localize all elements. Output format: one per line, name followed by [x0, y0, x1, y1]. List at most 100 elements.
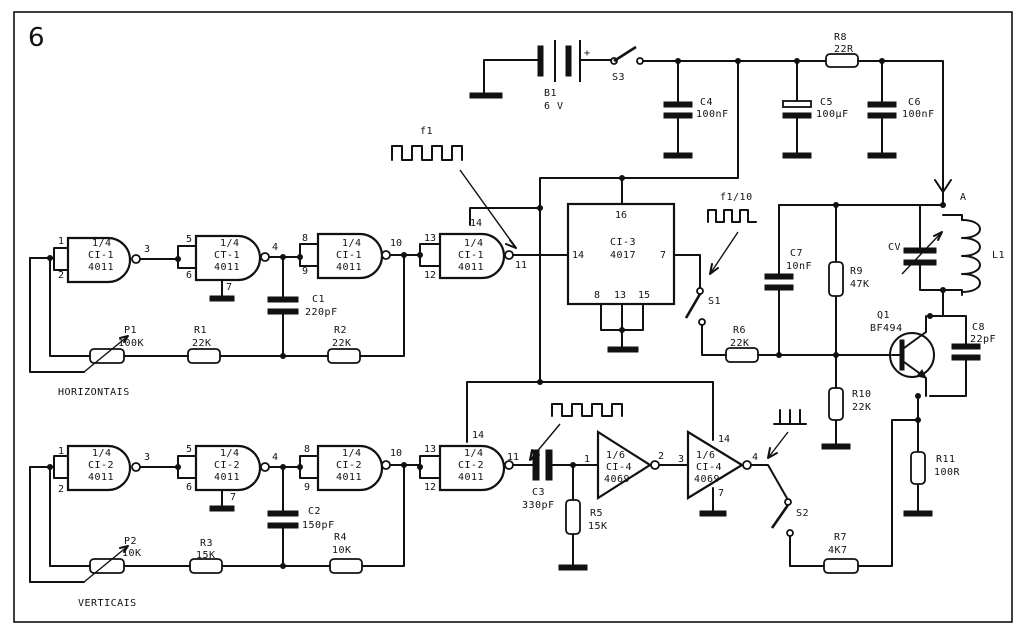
svg-text:C8: C8 — [972, 322, 985, 333]
svg-text:1/4: 1/4 — [92, 238, 112, 249]
nand-gate-5 — [66, 444, 132, 492]
resistor-r9 — [828, 261, 844, 297]
svg-text:R3: R3 — [200, 538, 213, 549]
svg-text:1/4: 1/4 — [464, 448, 484, 459]
svg-text:A: A — [960, 192, 967, 203]
svg-text:13: 13 — [424, 444, 436, 455]
svg-text:15K: 15K — [196, 550, 216, 561]
c6-value: 100nF — [902, 109, 935, 120]
svg-text:4: 4 — [752, 452, 758, 463]
svg-text:16: 16 — [615, 210, 627, 221]
svg-text:CI-1: CI-1 — [458, 250, 484, 261]
resistor-r11 — [910, 451, 926, 485]
svg-text:CI-3: CI-3 — [610, 237, 636, 248]
f1-waveform: f1 — [391, 126, 517, 249]
c5-label: C5 — [820, 97, 833, 108]
svg-text:BF494: BF494 — [870, 323, 903, 334]
svg-text:5: 5 — [186, 444, 192, 455]
svg-text:R6: R6 — [733, 325, 746, 336]
svg-text:7: 7 — [660, 250, 666, 261]
svg-text:R11: R11 — [936, 454, 956, 465]
r8-label: R8 — [834, 32, 847, 43]
svg-text:4069: 4069 — [604, 474, 630, 485]
svg-text:4: 4 — [272, 452, 278, 463]
svg-text:4: 4 — [272, 242, 278, 253]
svg-text:4011: 4011 — [88, 472, 114, 483]
svg-text:CI-1: CI-1 — [88, 250, 114, 261]
svg-text:R4: R4 — [334, 532, 347, 543]
capacitor-c2 — [267, 510, 299, 517]
svg-text:P2: P2 — [124, 536, 137, 547]
svg-text:4011: 4011 — [336, 262, 362, 273]
svg-text:1: 1 — [58, 236, 64, 247]
svg-text:8: 8 — [302, 233, 308, 244]
svg-text:11: 11 — [515, 260, 527, 271]
svg-text:4011: 4011 — [214, 472, 240, 483]
svg-text:4017: 4017 — [610, 250, 636, 261]
nand-gate-4 — [438, 232, 506, 280]
svg-text:2: 2 — [58, 270, 64, 281]
svg-text:f1: f1 — [420, 126, 433, 137]
inductor-l1 — [961, 219, 981, 293]
svg-text:22K: 22K — [852, 402, 872, 413]
svg-text:6: 6 — [186, 482, 192, 493]
svg-text:14: 14 — [718, 434, 730, 445]
c6-label: C6 — [908, 97, 921, 108]
svg-text:1/4: 1/4 — [220, 238, 240, 249]
switch-s3-label: S3 — [612, 72, 625, 83]
svg-text:14: 14 — [470, 218, 482, 229]
battery-plus: + — [584, 48, 591, 59]
svg-text:10K: 10K — [332, 545, 352, 556]
svg-text:6: 6 — [186, 270, 192, 281]
svg-text:13: 13 — [614, 290, 626, 301]
nand-gate-1 — [66, 236, 132, 284]
svg-text:C3: C3 — [532, 487, 545, 498]
capacitor-c5 — [782, 112, 812, 119]
svg-text:R2: R2 — [334, 325, 347, 336]
capacitor-c4 — [663, 112, 693, 119]
capacitor-c1 — [267, 296, 299, 303]
inverter-2 — [686, 430, 745, 500]
svg-text:CI-2: CI-2 — [214, 460, 240, 471]
svg-text:CT-1: CT-1 — [214, 250, 240, 261]
svg-text:1: 1 — [58, 446, 64, 457]
nand-gate-8 — [438, 444, 506, 492]
svg-text:10K: 10K — [122, 548, 142, 559]
svg-text:CI-2: CI-2 — [458, 460, 484, 471]
c4-label: C4 — [700, 97, 713, 108]
svg-text:4011: 4011 — [458, 472, 484, 483]
svg-text:1/4: 1/4 — [92, 448, 112, 459]
resistor-r8 — [825, 53, 859, 68]
svg-text:S2: S2 — [796, 508, 809, 519]
svg-text:10nF: 10nF — [786, 261, 812, 272]
svg-text:1: 1 — [584, 454, 590, 465]
label-verticais: VERTICAIS — [78, 598, 137, 609]
svg-text:R7: R7 — [834, 532, 847, 543]
svg-text:C1: C1 — [312, 294, 325, 305]
battery-b1 — [537, 45, 544, 77]
potentiometer-p1 — [89, 348, 125, 364]
svg-text:150pF: 150pF — [302, 520, 335, 531]
figure-border — [13, 11, 1013, 623]
capacitor-c3 — [532, 449, 540, 481]
nand-gate-2 — [194, 234, 262, 282]
svg-text:3: 3 — [144, 452, 150, 463]
power-section: + B1 6 V S3 C4 100nF C5 100µF R8 22R — [469, 32, 944, 197]
svg-text:1/4: 1/4 — [220, 448, 240, 459]
variable-capacitor-cv — [903, 247, 937, 254]
svg-text:C7: C7 — [790, 248, 803, 259]
svg-text:330pF: 330pF — [522, 500, 555, 511]
svg-text:CI-4: CI-4 — [696, 462, 722, 473]
svg-text:9: 9 — [302, 266, 308, 277]
svg-text:CV: CV — [888, 242, 901, 253]
svg-text:R5: R5 — [590, 508, 603, 519]
svg-text:100R: 100R — [934, 467, 961, 478]
svg-text:CI-2: CI-2 — [88, 460, 114, 471]
svg-text:11: 11 — [507, 452, 519, 463]
svg-text:13: 13 — [424, 233, 436, 244]
svg-text:3: 3 — [144, 244, 150, 255]
svg-text:100K: 100K — [118, 338, 144, 349]
f1-10-waveform: f1/10 — [707, 192, 757, 275]
